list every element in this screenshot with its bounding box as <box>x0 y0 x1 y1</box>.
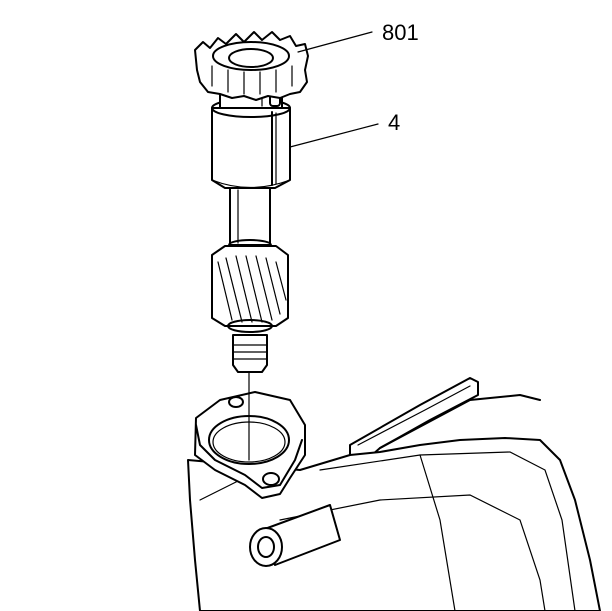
sleeve <box>211 107 291 189</box>
callout-801: 801 <box>297 20 419 53</box>
bolt-hole-top <box>228 396 244 408</box>
bolt-hole-bottom <box>262 472 280 486</box>
mounting-flange <box>194 391 306 499</box>
tube-end <box>249 527 283 567</box>
leader-line-4 <box>289 123 379 148</box>
callout-label-801: 801 <box>382 20 419 45</box>
callout-label-4: 4 <box>388 110 400 135</box>
callout-4: 4 <box>289 110 400 148</box>
shaft-assembly <box>194 31 309 373</box>
leader-line-801 <box>297 31 373 53</box>
housing <box>187 377 601 611</box>
